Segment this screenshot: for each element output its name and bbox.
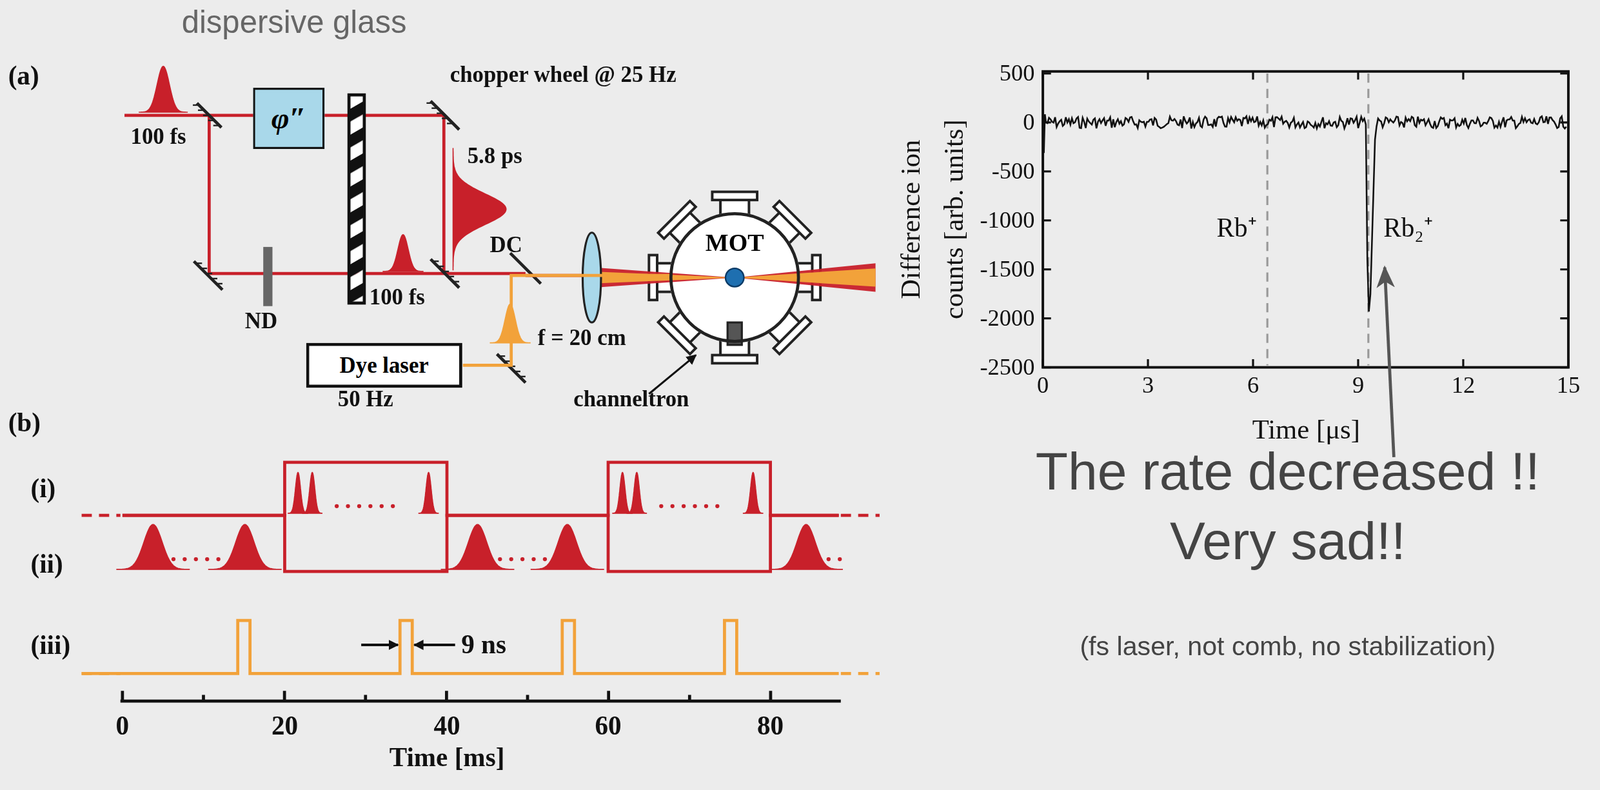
label: -1000	[979, 207, 1035, 234]
pulse	[612, 472, 633, 514]
laser-box: Dye laser	[306, 343, 463, 389]
callout-arrow	[1384, 267, 1394, 458]
label: chopper wheel @ 25 Hz	[450, 61, 677, 88]
timing-traces	[81, 462, 880, 674]
label: channeltron	[573, 385, 689, 413]
laser-beam-connector	[462, 275, 672, 366]
component-box: φ″	[252, 87, 325, 149]
label: 9 ns	[461, 629, 507, 660]
label: -500	[991, 158, 1036, 185]
label: Very sad!!	[1169, 510, 1406, 572]
label: Time [μs]	[1252, 414, 1361, 446]
mirror	[194, 101, 542, 384]
label: -1500	[979, 256, 1035, 283]
chopper-wheel	[348, 94, 365, 304]
label: DC	[489, 231, 522, 258]
label: 20	[271, 711, 298, 742]
pulses	[116, 66, 843, 570]
pulse	[301, 472, 323, 514]
label: 9	[1352, 372, 1364, 400]
label: f = 20 cm	[537, 324, 627, 351]
label: (ii)	[30, 548, 63, 580]
label: dispersive glass	[181, 3, 407, 41]
label: counts [arb. units]	[938, 119, 970, 320]
label: 50 Hz	[337, 385, 394, 413]
node-text: Dye laser	[339, 352, 429, 379]
label: -2000	[979, 305, 1035, 332]
time-axis	[120, 690, 841, 702]
pulse	[742, 472, 764, 514]
label: (i)	[30, 473, 56, 504]
pulse	[382, 234, 424, 272]
pulse	[138, 66, 188, 113]
label: Time [ms]	[389, 742, 505, 774]
label: Rb₂⁺	[1383, 208, 1433, 246]
vacuum-chamber: MOT	[669, 212, 801, 344]
label: 15	[1556, 372, 1581, 400]
focused-dye-beam	[592, 268, 876, 287]
label: The rate decreased !!	[1035, 441, 1541, 503]
pulse	[287, 472, 309, 514]
label: (fs laser, not comb, no stabilization)	[1079, 630, 1496, 663]
label: Difference ion	[895, 139, 927, 300]
label: 0	[1022, 108, 1035, 136]
label: 100 fs	[369, 283, 425, 311]
label: 0	[116, 711, 130, 742]
label: 60	[594, 711, 622, 742]
label: 6	[1247, 372, 1259, 400]
time-arrows	[361, 643, 456, 647]
pulse	[208, 524, 282, 570]
label: Rb⁺	[1216, 208, 1257, 246]
label: -2500	[979, 354, 1035, 381]
nd-filter	[263, 246, 273, 307]
label: 500	[999, 59, 1036, 87]
pulse	[769, 524, 843, 570]
pulse	[626, 472, 648, 514]
plot-frame	[1042, 71, 1569, 368]
pulse	[418, 472, 440, 514]
focused-beam	[592, 263, 876, 292]
label: 80	[757, 711, 784, 742]
pulse	[530, 524, 605, 570]
label: 5.8 ps	[467, 143, 523, 170]
node-text: MOT	[705, 229, 765, 258]
label: 40	[433, 711, 460, 742]
label: 0	[1037, 372, 1049, 400]
label: (iii)	[30, 630, 71, 662]
label: 100 fs	[130, 123, 187, 150]
plot-ticks	[1042, 71, 1569, 368]
pulse	[116, 524, 190, 570]
atom-cloud	[725, 268, 744, 287]
label: 3	[1142, 372, 1154, 400]
label: (b)	[8, 408, 41, 439]
label: 12	[1451, 372, 1475, 400]
pulse	[441, 524, 515, 570]
label: ND	[245, 308, 278, 335]
label: (a)	[8, 61, 40, 92]
laser-beam	[124, 115, 526, 274]
ion-trace	[1044, 114, 1567, 312]
lens	[582, 232, 601, 323]
node-text: φ″	[271, 101, 307, 137]
